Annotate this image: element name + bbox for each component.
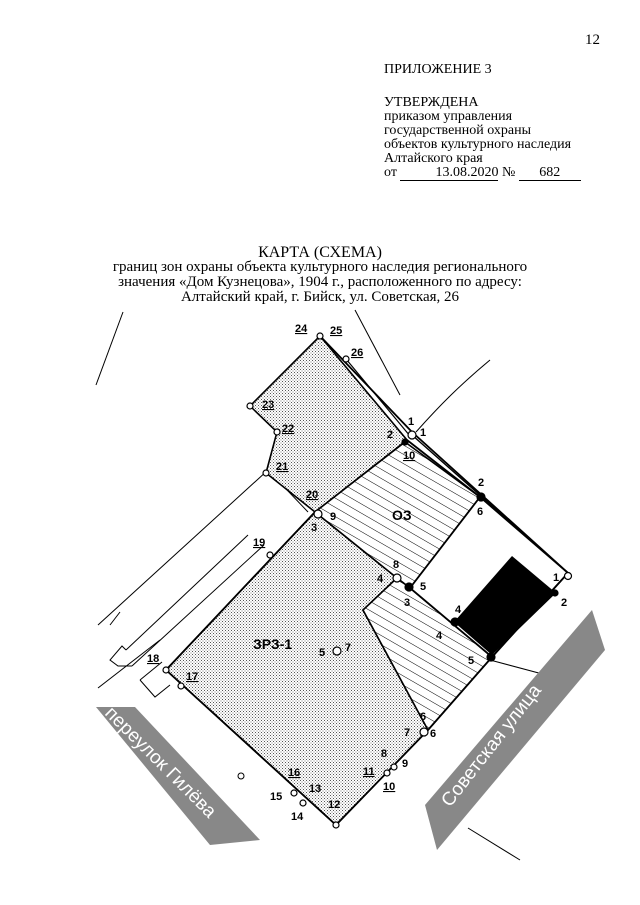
map-title-line-1: границ зон охраны объекта культурного на… bbox=[112, 259, 528, 275]
point-label: 14 bbox=[291, 811, 304, 823]
point-label: 4 bbox=[436, 630, 443, 642]
point-label: 7 bbox=[404, 727, 410, 739]
point-label: 22 bbox=[282, 423, 294, 435]
point-label: 19 bbox=[253, 537, 265, 549]
point-label: 10 bbox=[383, 781, 395, 793]
point-label: 1 bbox=[408, 416, 414, 428]
point-label: 15 bbox=[270, 791, 282, 803]
point-label: 7 bbox=[345, 642, 351, 654]
approval-block: УТВЕРЖДЕНА приказом управления государст… bbox=[384, 96, 624, 181]
point-label: 4 bbox=[377, 573, 384, 585]
approval-date-line: от 13.08.2020 № 682 bbox=[384, 166, 624, 181]
background-lines bbox=[95, 309, 566, 861]
point-label: 2 bbox=[561, 597, 567, 609]
street-sovetskaya bbox=[425, 610, 605, 850]
point-label: 6 bbox=[430, 728, 436, 740]
approval-line-3: объектов культурного наследия bbox=[384, 137, 572, 152]
map-title: КАРТА (СХЕМА) границ зон охраны объекта … bbox=[100, 245, 540, 305]
point-label: 9 bbox=[330, 511, 336, 523]
point-label: 1 bbox=[553, 572, 559, 584]
approval-number: 682 bbox=[518, 166, 581, 181]
point-label: 10 bbox=[403, 450, 415, 462]
point-label: 3 bbox=[311, 522, 317, 534]
page-number: 12 bbox=[585, 32, 600, 48]
zrz-1-zone-label: ЗРЗ-1 bbox=[253, 636, 292, 652]
point-label: 4 bbox=[455, 604, 462, 616]
outer-boundary bbox=[164, 335, 570, 827]
point-label: 18 bbox=[147, 653, 159, 665]
point-label: 8 bbox=[381, 748, 387, 760]
approval-date: 13.08.2020 bbox=[400, 166, 499, 181]
map-title-line-3: Алтайский край, г. Бийск, ул. Советская,… bbox=[180, 289, 460, 305]
approval-number-sign: № bbox=[501, 165, 516, 180]
boundary-points bbox=[162, 332, 573, 829]
point-label: 3 bbox=[404, 597, 410, 609]
point-label: 24 bbox=[295, 323, 308, 335]
street-gileva bbox=[96, 707, 260, 845]
point-label: 26 bbox=[351, 347, 363, 359]
appendix-label: ПРИЛОЖЕНИЕ 3 bbox=[384, 62, 492, 77]
point-label: 5 bbox=[319, 647, 325, 659]
oz-zone-label: ОЗ bbox=[392, 507, 412, 523]
map-title-heading: КАРТА (СХЕМА) bbox=[258, 244, 382, 261]
point-label: 12 bbox=[328, 799, 340, 811]
point-label: 13 bbox=[309, 783, 321, 795]
map-title-line-2: значения «Дом Кузнецова», 1904 г., распо… bbox=[118, 274, 522, 290]
point-label: 9 bbox=[402, 758, 408, 770]
point-label: 2 bbox=[478, 477, 484, 489]
point-label: 1 bbox=[420, 427, 426, 439]
point-label: 6 bbox=[477, 506, 483, 518]
point-label: 21 bbox=[276, 461, 288, 473]
point-label: 25 bbox=[330, 325, 342, 337]
approval-heading: УТВЕРЖДЕНА bbox=[384, 95, 479, 110]
point-label: 11 bbox=[363, 766, 375, 778]
approval-line-2: государственной охраны bbox=[384, 123, 532, 138]
point-label: 8 bbox=[393, 559, 399, 571]
point-label: 5 bbox=[420, 581, 426, 593]
approval-line-4: Алтайского края bbox=[384, 151, 483, 166]
point-label: 5 bbox=[468, 655, 474, 667]
point-labels: 1 1 1 2 2 2 3 3 3 4 4 4 5 5 5 6 6 6 7 7 … bbox=[147, 323, 567, 823]
point-label: 20 bbox=[306, 489, 318, 501]
approval-line-1: приказом управления bbox=[384, 109, 513, 124]
gileva-lane-label: переулок Гилёва bbox=[100, 703, 220, 823]
point-label: 23 bbox=[262, 399, 274, 411]
object-building bbox=[454, 556, 556, 655]
point-label: 6 bbox=[420, 711, 426, 723]
point-label: 16 bbox=[288, 767, 300, 779]
point-label: 2 bbox=[387, 429, 393, 441]
approval-from: от bbox=[384, 165, 397, 180]
point-label: 3 bbox=[488, 636, 494, 648]
point-label: 17 bbox=[186, 671, 198, 683]
